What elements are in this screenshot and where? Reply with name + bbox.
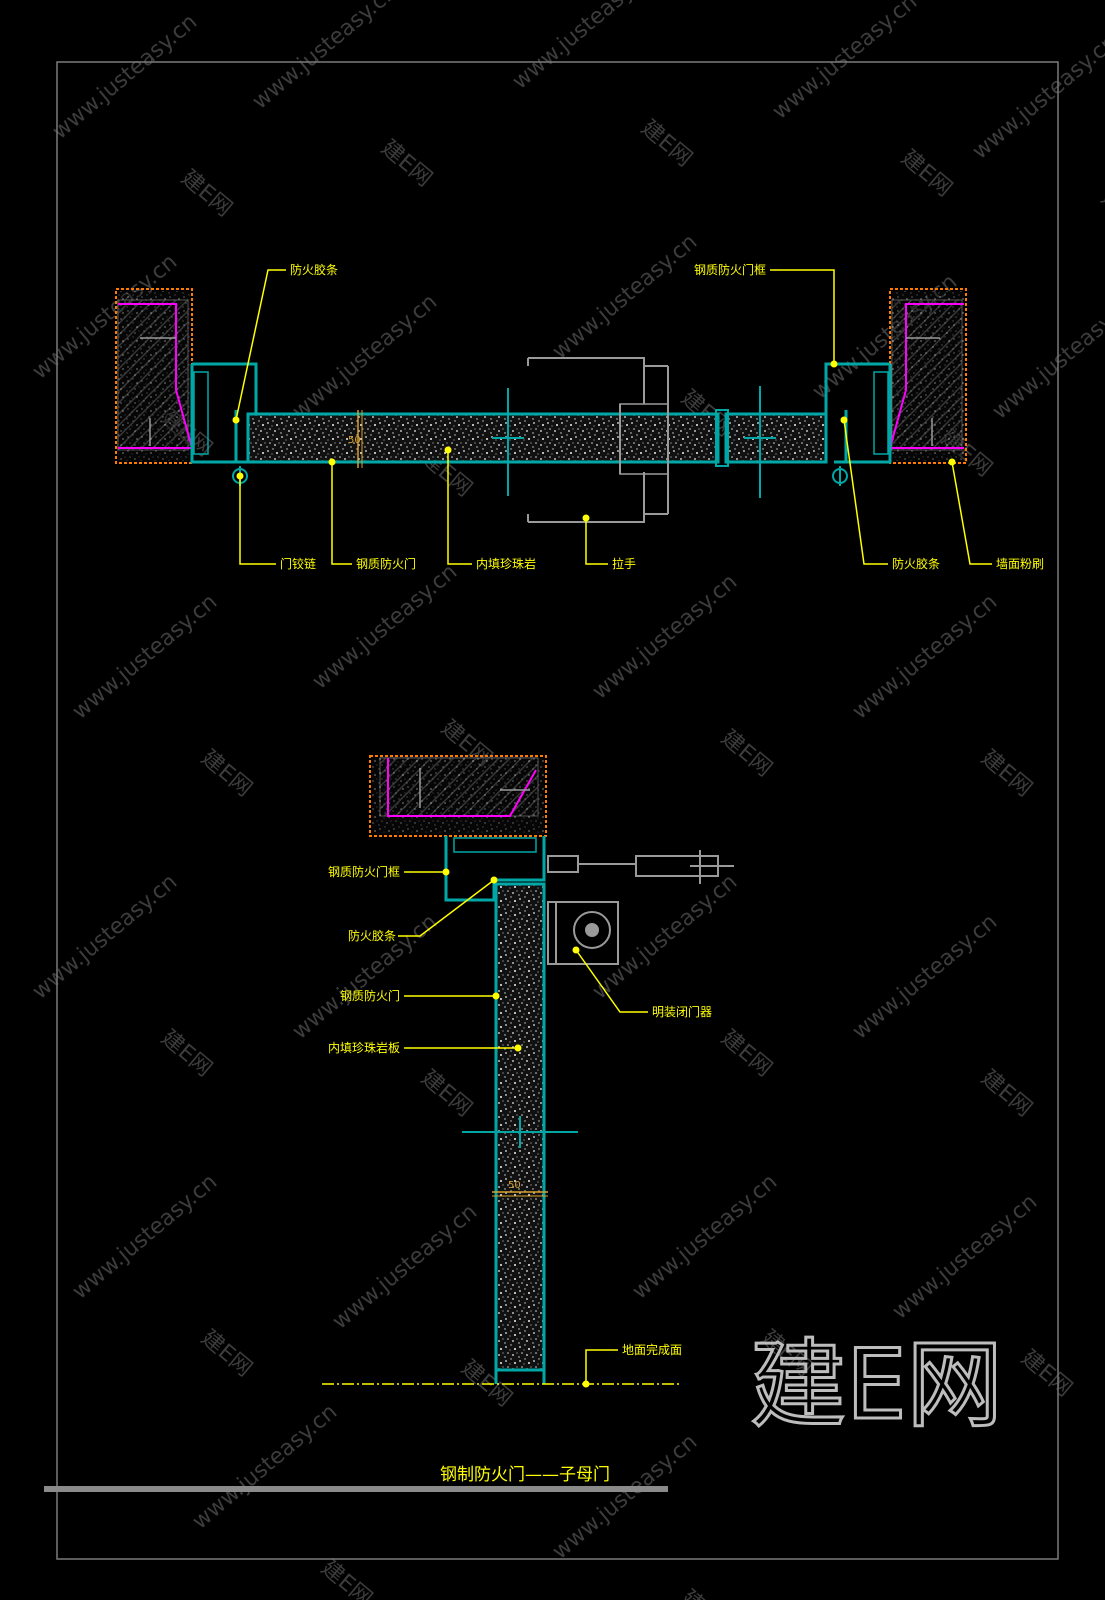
watermark-brand-text: 建E网 [636,115,696,171]
watermark-site-text: www.justeasy.cn [188,1399,342,1534]
plan-view: 50 [115,262,1044,571]
dimension-plan-label: 50 [348,435,361,446]
watermark-brand-text: 建E网 [976,1065,1036,1121]
label-section-fire-strip: 防火胶条 [348,928,396,943]
watermark-site-text: www.justeasy.cn [848,909,1002,1044]
section-leaders [398,871,648,1384]
door-leaf-main [246,412,720,464]
watermark-site-text: www.justeasy.cn [328,1199,482,1334]
plan-leader-dots [232,360,956,522]
watermark-brand-text: 建E网 [716,725,776,781]
watermark-site-text: www.justeasy.cn [988,289,1105,424]
watermark-brand-text: 建E网 [196,745,256,801]
wall-right [888,288,967,464]
label-fire-strip-left: 防火胶条 [290,262,338,277]
watermark-brand-text: 建E网 [896,145,956,201]
dimension-plan: 50 [348,410,363,468]
label-wall-plaster: 墙面粉刷 [996,557,1044,571]
watermark-site-text: www.justeasy.cn [548,229,702,364]
wall-left [115,288,194,464]
label-section-steel-door: 钢质防火门 [340,988,400,1003]
plan-leaders [235,269,992,565]
label-section-closer: 明装闭门器 [652,1004,712,1019]
plan-bolts [492,386,776,498]
label-perlite-fill: 内填珍珠岩 [476,556,536,571]
label-steel-door-plan: 钢质防火门 [356,556,416,571]
drawing-border [56,61,1059,1560]
label-hinge: 门铰链 [280,556,316,571]
watermark-site-text: www.justeasy.cn [548,1429,702,1564]
watermark-site-text: www.justeasy.cn [968,29,1105,164]
watermark-site-text: www.justeasy.cn [588,869,742,1004]
dimension-section-label: 50 [508,1180,521,1191]
watermark-brand-text: 建E网 [1096,185,1105,241]
dimension-section: 50 [492,1180,548,1197]
watermark-brand-text: 建E网 [976,745,1036,801]
watermark-brand-text: 建E网 [316,1555,376,1600]
watermark-brand-text: 建E网 [196,1325,256,1381]
watermark-site-text: www.justeasy.cn [48,9,202,144]
label-frame-right: 钢质防火门框 [694,262,766,277]
watermark-brand-text: 建E网 [1016,1345,1076,1401]
watermark-brand-text: 建E网 [716,1025,776,1081]
watermark-site-text: www.justeasy.cn [308,559,462,694]
watermark-brand-text: 建E网 [176,165,236,221]
watermark-site-text: www.justeasy.cn [888,1189,1042,1324]
watermark-site-text: www.justeasy.cn [848,589,1002,724]
watermark-brand-text: 建E网 [416,1065,476,1121]
watermark-brand-text: 建E网 [676,1585,736,1600]
watermark-site-text: www.justeasy.cn [588,569,742,704]
door-closer [547,850,734,965]
label-section-perlite-panel: 内填珍珠岩板 [328,1040,400,1055]
section-leader-dots [442,868,590,1388]
watermark-site-text: www.justeasy.cn [288,289,442,424]
watermark-site-text: www.justeasy.cn [628,1169,782,1304]
section-view: 50 钢质防火门框 防火胶条 钢质防火门 内填珍珠岩板 明装闭门器 地面完成面 [322,755,734,1388]
watermark-site-text: www.justeasy.cn [508,0,662,95]
label-handle: 拉手 [612,556,636,571]
watermark-site-text: www.justeasy.cn [68,1169,222,1304]
drawing-title: 钢制防火门——子母门 [440,1465,610,1485]
watermark-brand-text: 建E网 [376,135,436,191]
hinge-right [832,466,848,486]
label-section-frame: 钢质防火门框 [328,864,400,879]
watermark-site-text: www.justeasy.cn [68,589,222,724]
door-handle [527,357,669,523]
brand-logo: 建E网 [750,1329,1003,1441]
section-bolt [462,1116,578,1148]
label-fire-strip-right: 防火胶条 [892,556,940,571]
label-section-floor: 地面完成面 [622,1342,682,1357]
frame-left [190,362,258,464]
title-underline [44,1486,668,1492]
watermark-site-text: www.justeasy.cn [28,869,182,1004]
watermark-brand-text: 建E网 [156,1025,216,1081]
watermark-site-text: www.justeasy.cn [248,0,402,115]
wall-head [369,755,547,837]
